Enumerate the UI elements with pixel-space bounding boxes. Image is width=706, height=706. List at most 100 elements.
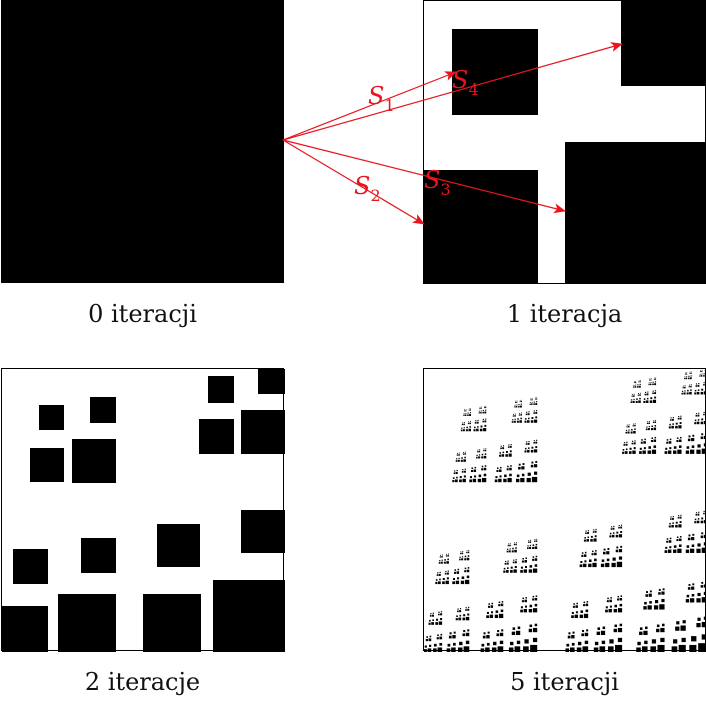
fractal-square [436, 618, 439, 621]
fractal-square [661, 591, 665, 595]
fractal-square [527, 547, 529, 549]
fractal-square [680, 436, 682, 439]
fractal-square [647, 450, 651, 454]
fractal-square [686, 594, 690, 598]
fractal-square [613, 525, 615, 528]
fractal-square [509, 544, 511, 547]
fractal-square [482, 418, 484, 421]
caption-iteration-0: 0 iteracji [88, 300, 197, 328]
fractal-square [609, 535, 612, 538]
fractal-square [625, 431, 628, 434]
square [13, 549, 48, 584]
fractal-square [462, 469, 464, 471]
fractal-square [698, 383, 700, 385]
square-s1 [452, 29, 538, 115]
fractal-square [452, 477, 455, 479]
panel-iteration-5 [423, 368, 706, 652]
fractal-square [535, 446, 538, 449]
fractal-square [510, 444, 512, 446]
fractal-square [469, 422, 471, 425]
fractal-square [654, 392, 657, 395]
fractal-square [688, 584, 691, 586]
fractal-square [528, 411, 530, 413]
fractal-square [468, 409, 470, 411]
fractal-square [485, 405, 487, 407]
fractal-square [462, 617, 466, 621]
fractal-square [602, 626, 606, 630]
fractal-square [484, 453, 487, 455]
fractal-square [536, 410, 538, 412]
fractal-square [637, 384, 639, 386]
fractal-square [516, 474, 520, 478]
fractal-square [516, 640, 521, 645]
fractal-square [643, 606, 647, 610]
fractal-square [703, 391, 706, 395]
fractal-square [571, 635, 575, 639]
fractal-square [534, 419, 538, 423]
fractal-square [442, 577, 445, 581]
fractal-square [457, 610, 459, 613]
fractal-square [579, 614, 584, 619]
fractal-square [651, 449, 657, 454]
fractal-square [520, 414, 522, 416]
fractal-square [586, 629, 589, 632]
fractal-square [634, 440, 636, 442]
fractal-square [692, 434, 695, 437]
fractal-square [452, 635, 456, 639]
fractal-square [465, 409, 467, 410]
fractal-square [463, 646, 470, 652]
fractal-square [536, 398, 538, 400]
fractal-square [691, 537, 695, 541]
fractal-square [501, 601, 504, 603]
square [143, 594, 201, 652]
fractal-square [670, 518, 672, 520]
fractal-square [483, 455, 487, 459]
fractal-square [464, 410, 466, 412]
fractal-square [651, 437, 654, 439]
fractal-square [500, 609, 504, 613]
fractal-square [597, 627, 601, 630]
fractal-square [454, 569, 457, 571]
fractal-square [678, 445, 682, 448]
fractal-square [535, 460, 538, 463]
fractal-square [535, 397, 536, 399]
fractal-square [687, 587, 691, 590]
fractal-square [679, 422, 682, 424]
fractal-square [478, 474, 482, 478]
fractal-square [465, 579, 470, 585]
fractal-square [588, 559, 592, 563]
fractal-square [623, 442, 626, 444]
fractal-square [630, 431, 633, 434]
fractal-square [631, 442, 634, 445]
fractal-square [675, 425, 678, 429]
fractal-square [459, 476, 462, 479]
fractal-square [644, 601, 647, 605]
fractal-square [703, 411, 705, 413]
fractal-square [465, 609, 467, 611]
fractal-square [590, 539, 593, 542]
fractal-square [500, 445, 502, 447]
fractal-square [508, 550, 511, 553]
fractal-square [696, 421, 700, 425]
square [241, 510, 285, 553]
fractal-square [455, 472, 458, 475]
fractal-square [441, 554, 443, 556]
fractal-square [638, 393, 639, 394]
fractal-square [445, 580, 449, 585]
fractal-square [513, 413, 514, 415]
fractal-square [688, 375, 690, 377]
fractal-square [609, 639, 614, 644]
fractal-square [599, 646, 606, 652]
fractal-square [591, 553, 594, 556]
fractal-square [662, 588, 665, 591]
fractal-square [459, 641, 463, 646]
fractal-square [703, 542, 706, 546]
fractal-square [458, 457, 460, 459]
fractal-square [581, 554, 584, 557]
fractal-square [513, 559, 515, 561]
fractal-square [585, 530, 587, 532]
fractal-square [664, 550, 668, 553]
fractal-square [587, 536, 589, 539]
fractal-square [649, 590, 652, 593]
fractal-square [700, 369, 702, 371]
